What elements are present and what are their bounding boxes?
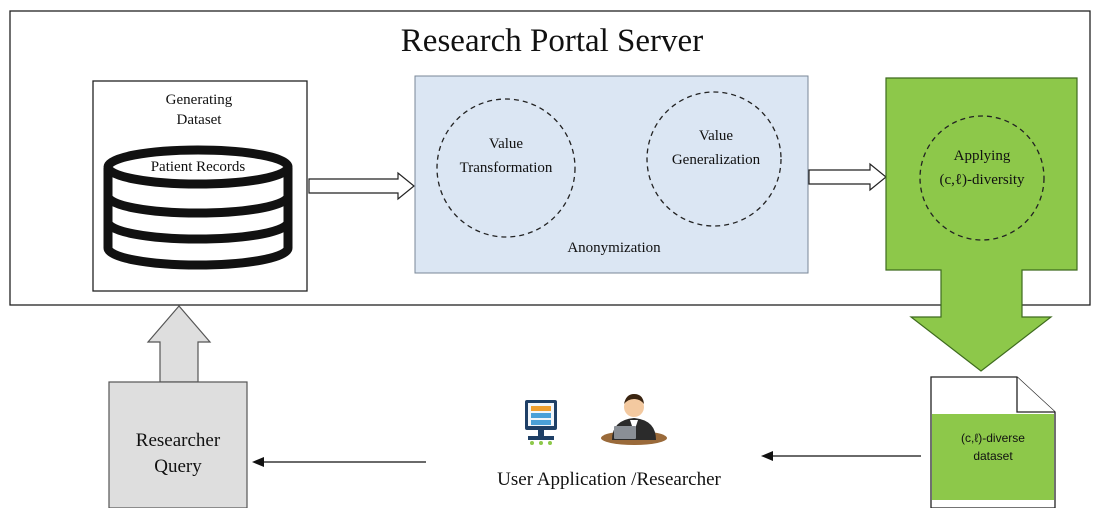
arrow-to-researcher-query [252, 457, 426, 467]
diversity-arrow-box [885, 77, 1078, 372]
arrow-to-diversity [808, 162, 887, 192]
diversity-line2: (c,ℓ)-diversity [939, 172, 1025, 188]
diversity-line1: Applying [954, 148, 1011, 164]
value-generalization-line1: Value [699, 128, 733, 144]
value-generalization-line2: Generalization [672, 152, 761, 168]
arrow-to-user-app [761, 451, 921, 461]
output-doc-line2: dataset [973, 449, 1013, 463]
anonymization-label: Anonymization [567, 240, 661, 256]
anonymization-box [414, 75, 809, 274]
database-label: Patient Records [151, 159, 246, 175]
output-doc-line1: (c,ℓ)-diverse [961, 431, 1025, 445]
server-monitor-icon [525, 400, 557, 445]
user-app-label: User Application /Researcher [497, 469, 721, 490]
researcher-icon [601, 394, 667, 445]
database-icon [103, 145, 293, 270]
researcher-query-line2: Query [154, 456, 202, 477]
server-title: Research Portal Server [401, 23, 703, 59]
value-generalization-circle [646, 91, 782, 227]
dataset-title-line1: Generating [166, 92, 233, 108]
arrow-to-anonymization [308, 171, 415, 201]
value-transformation-circle [436, 98, 576, 238]
document-icon [930, 376, 1056, 508]
researcher-query-line1: Researcher [136, 430, 221, 451]
diversity-circle [919, 115, 1045, 241]
query-up-arrow [146, 305, 212, 383]
value-transformation-line1: Value [489, 136, 523, 152]
dataset-title-line2: Dataset [177, 112, 223, 128]
value-transformation-line2: Transformation [460, 160, 553, 176]
researcher-query-box [108, 381, 248, 508]
